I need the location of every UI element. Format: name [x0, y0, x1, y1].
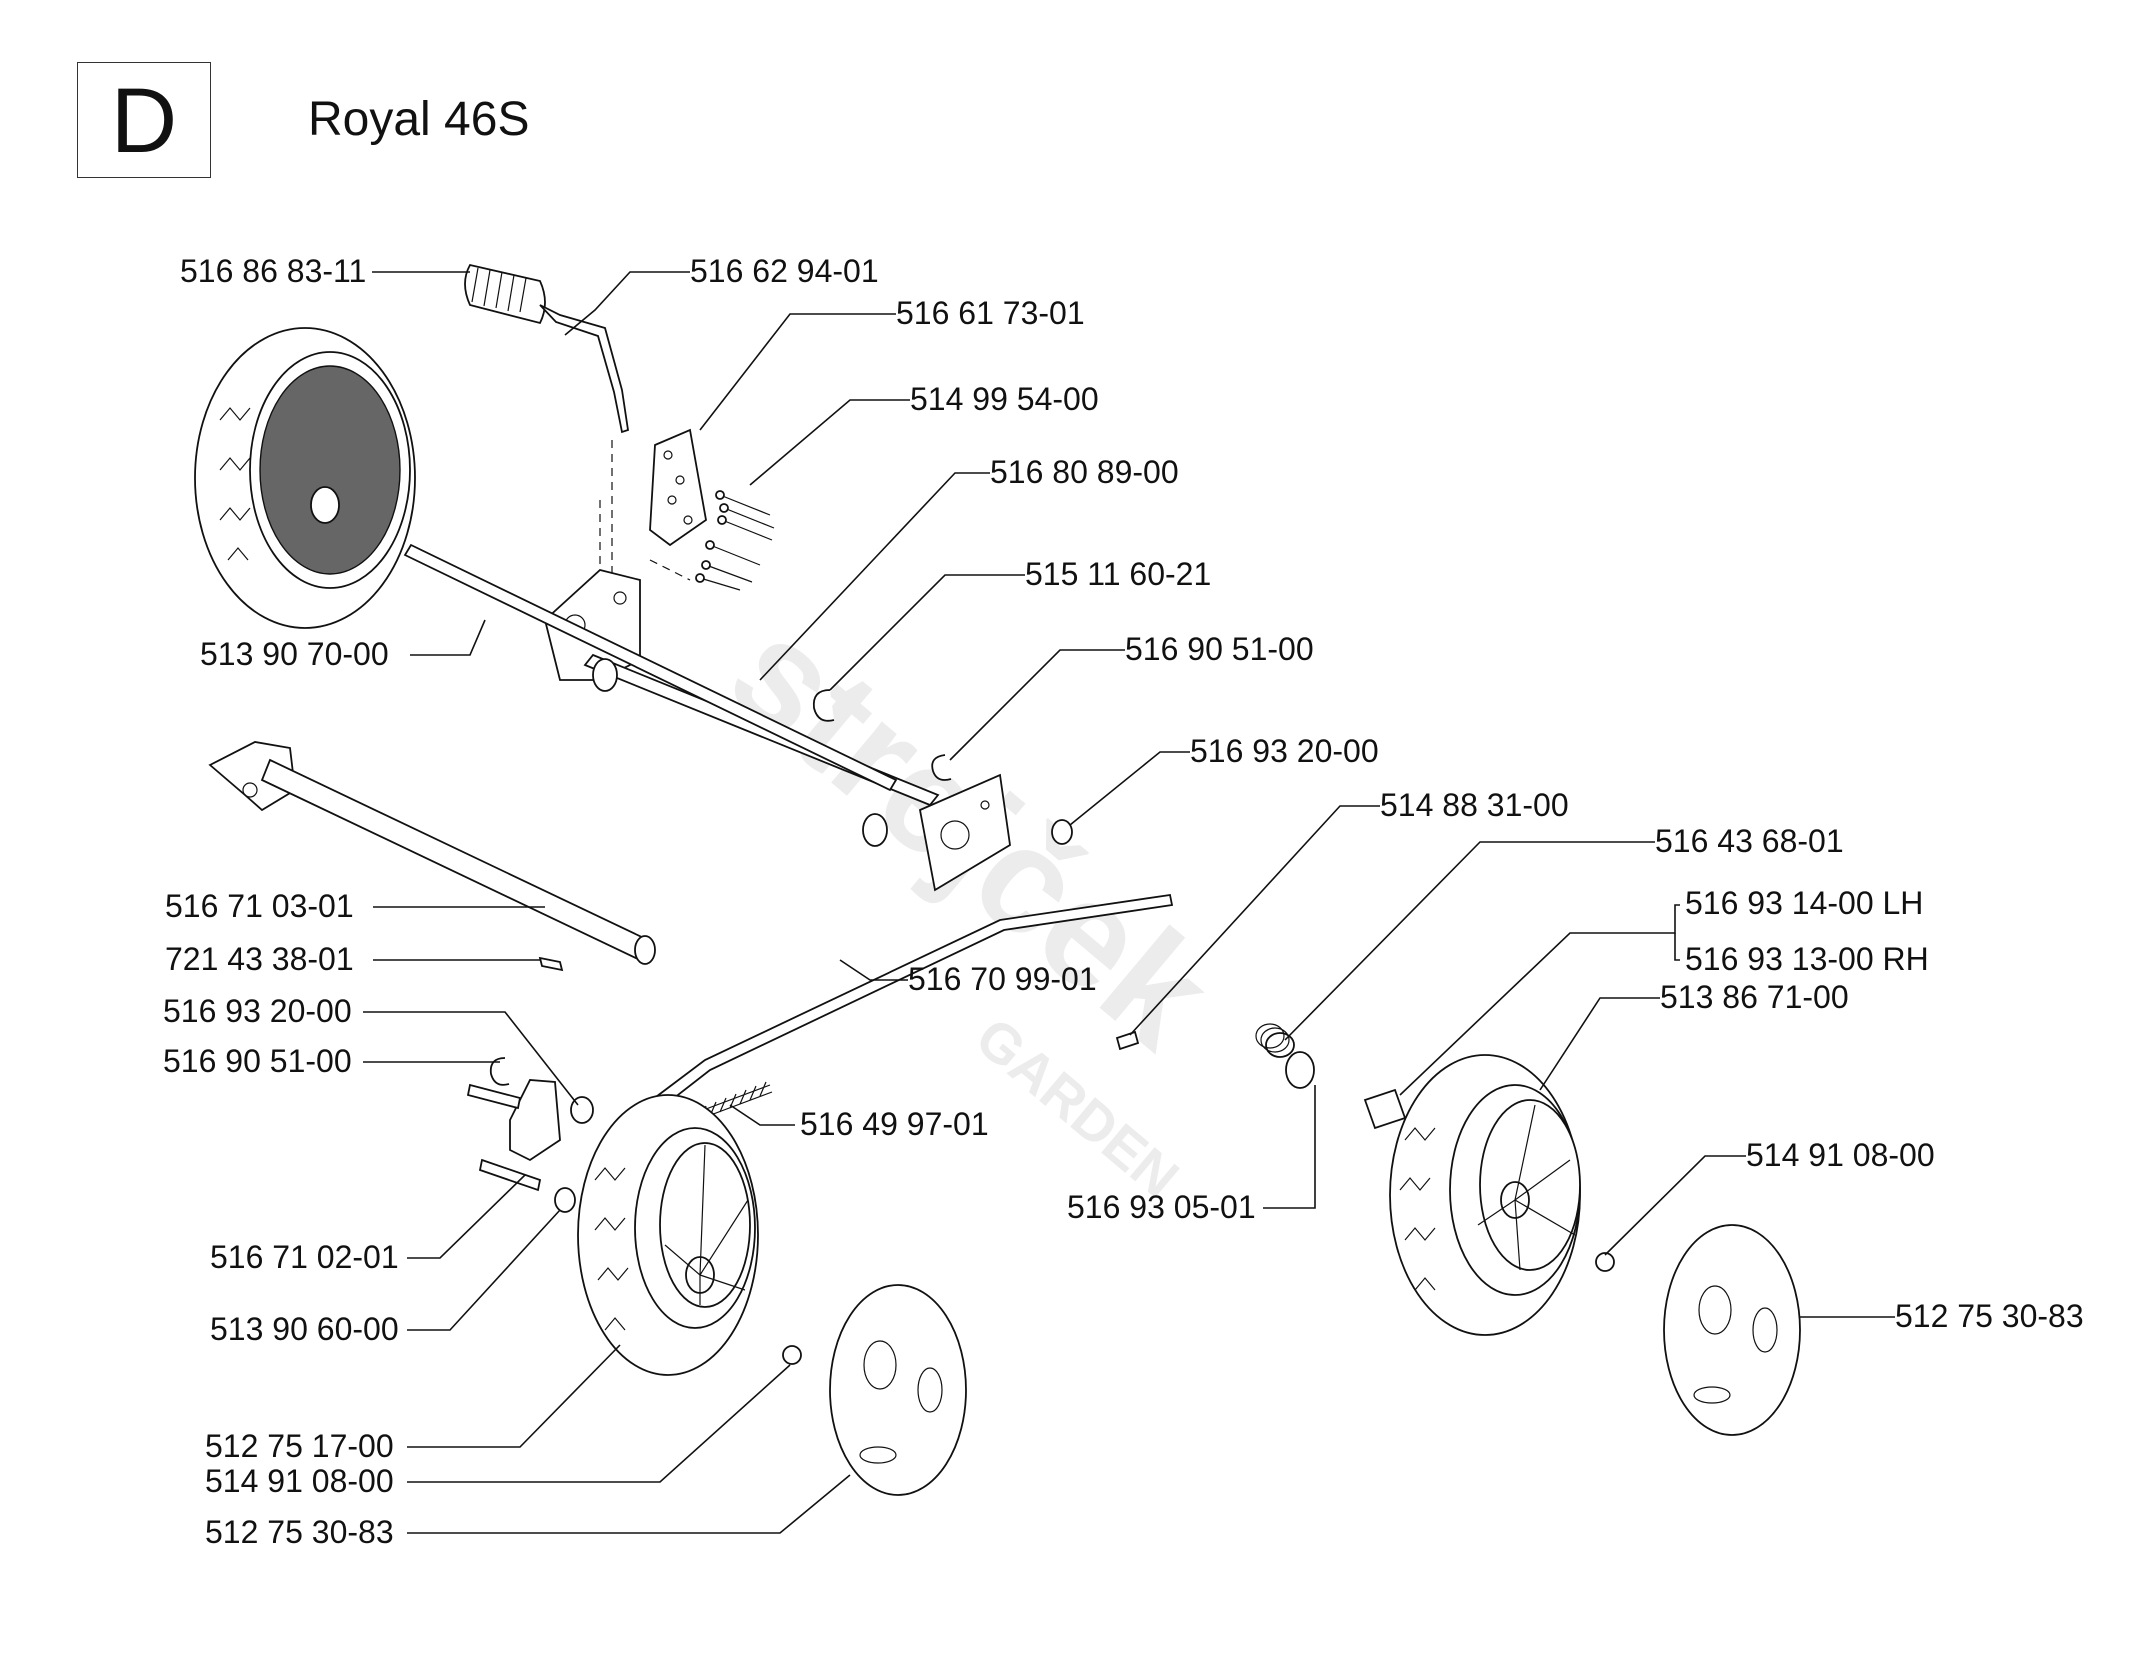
part-label: 516 61 73-01 [896, 295, 1085, 331]
lever-plate [649, 428, 707, 547]
part-label: 516 93 05-01 [1067, 1189, 1256, 1225]
hub-clip-right [1595, 1252, 1615, 1272]
part-label: 514 99 54-00 [910, 381, 1099, 417]
rear-axle [403, 543, 940, 847]
height-lever-rod [539, 304, 630, 434]
section-letter: D [110, 70, 178, 172]
section-letter-box: D [77, 62, 211, 178]
part-label: 516 43 68-01 [1655, 823, 1844, 859]
leader-lines [363, 271, 1895, 1534]
circlip-upper [812, 689, 835, 722]
washer-right-front [1051, 819, 1073, 845]
part-label: 516 71 03-01 [165, 888, 354, 924]
pivot-arm [466, 1079, 561, 1192]
rivet-pins [695, 490, 775, 591]
hubcap-front [829, 1284, 967, 1496]
part-label: 516 49 97-01 [800, 1106, 989, 1142]
part-labels: 516 86 83-11 516 62 94-01 516 61 73-01 5… [163, 253, 2084, 1550]
part-label: 516 93 14-00 LH [1685, 885, 1923, 921]
hubcap-right [1663, 1224, 1801, 1436]
part-label: 516 90 51-00 [1125, 631, 1314, 667]
small-cable-end [1115, 1030, 1140, 1051]
pin [538, 956, 564, 972]
front-axle [208, 741, 656, 965]
part-label: 516 93 20-00 [163, 993, 352, 1029]
part-label: 513 86 71-00 [1660, 979, 1849, 1015]
part-label: 514 91 08-00 [205, 1463, 394, 1499]
circlip-left [489, 1057, 510, 1086]
part-label: 516 93 13-00 RH [1685, 941, 1929, 977]
circlip-middle [931, 754, 952, 781]
spring-coil [1255, 1023, 1295, 1058]
part-label: 515 11 60-21 [1025, 556, 1211, 592]
washer-right [1285, 1051, 1315, 1089]
part-label: 516 62 94-01 [690, 253, 879, 289]
front-wheel [577, 1094, 759, 1376]
model-title: Royal 46S [308, 93, 530, 146]
part-label: 516 86 83-11 [180, 253, 366, 289]
axle-end-plate [918, 773, 1011, 892]
part-label: 514 88 31-00 [1380, 787, 1569, 823]
part-label: 513 90 70-00 [200, 636, 389, 672]
part-label: 516 80 89-00 [990, 454, 1179, 490]
part-label: 514 91 08-00 [1746, 1137, 1935, 1173]
part-label: 516 90 51-00 [163, 1043, 352, 1079]
part-label: 516 71 02-01 [210, 1239, 399, 1275]
part-label: 512 75 30-83 [205, 1514, 394, 1550]
part-label: 513 90 60-00 [210, 1311, 399, 1347]
rear-wheel [194, 327, 416, 629]
wheel-bushing-right [1363, 1088, 1407, 1130]
hub-clip-front [782, 1345, 802, 1365]
part-label: 516 93 20-00 [1190, 733, 1379, 769]
part-label: 516 70 99-01 [908, 961, 1097, 997]
height-lever-grip [464, 263, 546, 325]
rear-wheel-right [1389, 1054, 1581, 1336]
bushing [554, 1187, 576, 1213]
part-label: 721 43 38-01 [165, 941, 354, 977]
part-label: 512 75 17-00 [205, 1428, 394, 1464]
part-label: 512 75 30-83 [1895, 1298, 2084, 1334]
